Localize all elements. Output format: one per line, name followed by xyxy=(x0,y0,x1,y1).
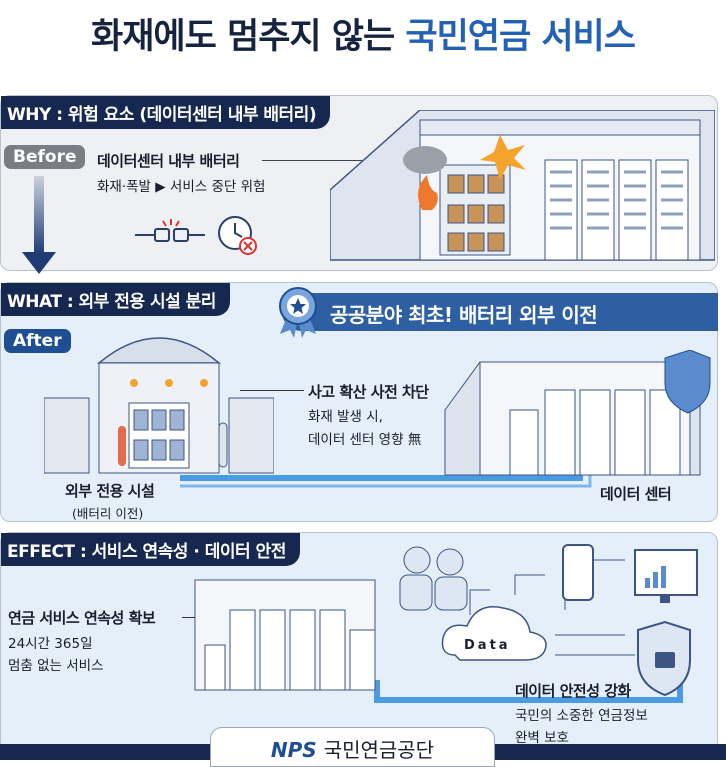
why-heading: 데이터센터 내부 배터리 xyxy=(97,152,240,170)
why-desc: 화재·폭발 ▶ 서비스 중단 위험 xyxy=(97,179,266,195)
clock-error-icon xyxy=(218,216,257,255)
before-badge: Before xyxy=(4,145,86,169)
effect-left-line2: 멈춤 없는 서비스 xyxy=(8,658,104,674)
what-callout-line1: 화재 발생 시, xyxy=(308,409,383,425)
effect-left-line1: 24시간 365일 xyxy=(8,636,93,652)
facility-sublabel: (배터리 이전) xyxy=(72,506,144,521)
effect-left-heading: 연금 서비스 연속성 확보 xyxy=(8,609,156,627)
datacenter-battery-fire-illustration xyxy=(330,110,715,261)
broken-cable-icon xyxy=(135,219,205,242)
award-badge-icon xyxy=(279,287,317,338)
page-title: 화재에도 멈추지 않는 국민연금 서비스 xyxy=(0,8,726,59)
effect-header: EFFECT : 서비스 연속성 · 데이터 안전 xyxy=(1,533,300,566)
cloud-data-label: Data xyxy=(464,638,511,653)
logo-mark: NPS xyxy=(270,738,317,762)
what-header: WHAT : 외부 전용 시설 분리 xyxy=(1,283,230,316)
what-callout-line2: 데이터 센터 영향 無 xyxy=(308,432,422,448)
down-arrow-icon xyxy=(22,176,56,274)
effect-right-heading: 데이터 안전성 강화 xyxy=(515,682,631,700)
datacenter-label: 데이터 센터 xyxy=(600,485,672,503)
services-network-illustration xyxy=(194,544,698,703)
facility-label: 외부 전용 시설 xyxy=(65,482,155,500)
nps-logo: NPS 국민연금공단 xyxy=(210,727,495,767)
callout-line xyxy=(262,160,362,161)
title-accent: 국민연금 서비스 xyxy=(405,17,636,57)
org-name: 국민연금공단 xyxy=(323,738,435,762)
callout-line xyxy=(240,390,304,391)
what-callout-heading: 사고 확산 사전 차단 xyxy=(308,383,429,401)
datacenter-and-pipe-illustration xyxy=(180,350,711,488)
first-in-public-sector-banner: 공공분야 최초! 배터리 외부 이전 xyxy=(282,293,718,331)
effect-right-line2: 완벽 보호 xyxy=(515,730,569,746)
banner-text: 공공분야 최초! 배터리 외부 이전 xyxy=(330,303,598,327)
why-header: WHY : 위험 요소 (데이터센터 내부 배터리) xyxy=(1,96,331,129)
external-battery-facility-illustration xyxy=(44,337,274,474)
effect-right-line1: 국민의 소중한 연금정보 xyxy=(515,708,648,724)
after-badge: After xyxy=(4,329,71,353)
title-main: 화재에도 멈추지 않는 xyxy=(91,17,395,57)
